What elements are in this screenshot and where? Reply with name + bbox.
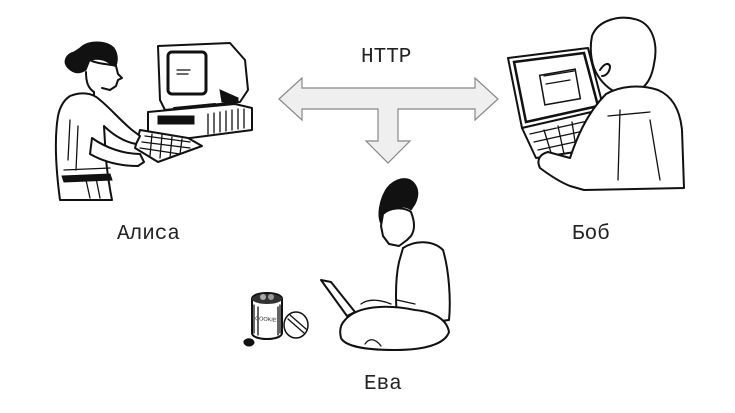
woman-typing-icon xyxy=(54,41,145,201)
bob-illustration xyxy=(507,16,685,191)
man-typing-icon xyxy=(537,16,685,191)
bob-label: Боб xyxy=(572,223,610,246)
alice-illustration xyxy=(54,41,253,201)
eve-label: Ева xyxy=(364,373,402,396)
cookie-jar-illustration: COOKIE xyxy=(243,292,309,347)
http-label: HTTP xyxy=(361,46,412,69)
desktop-computer-icon xyxy=(134,42,253,163)
cookie-jar-text: COOKIE xyxy=(255,316,277,324)
laptop-icon xyxy=(507,47,605,159)
eve-illustration xyxy=(320,178,451,351)
t-arrow-shape xyxy=(278,76,499,164)
alice-label: Алиса xyxy=(117,223,181,246)
woman-with-laptop-icon xyxy=(320,178,451,351)
cookie-jar-icon xyxy=(243,292,309,347)
